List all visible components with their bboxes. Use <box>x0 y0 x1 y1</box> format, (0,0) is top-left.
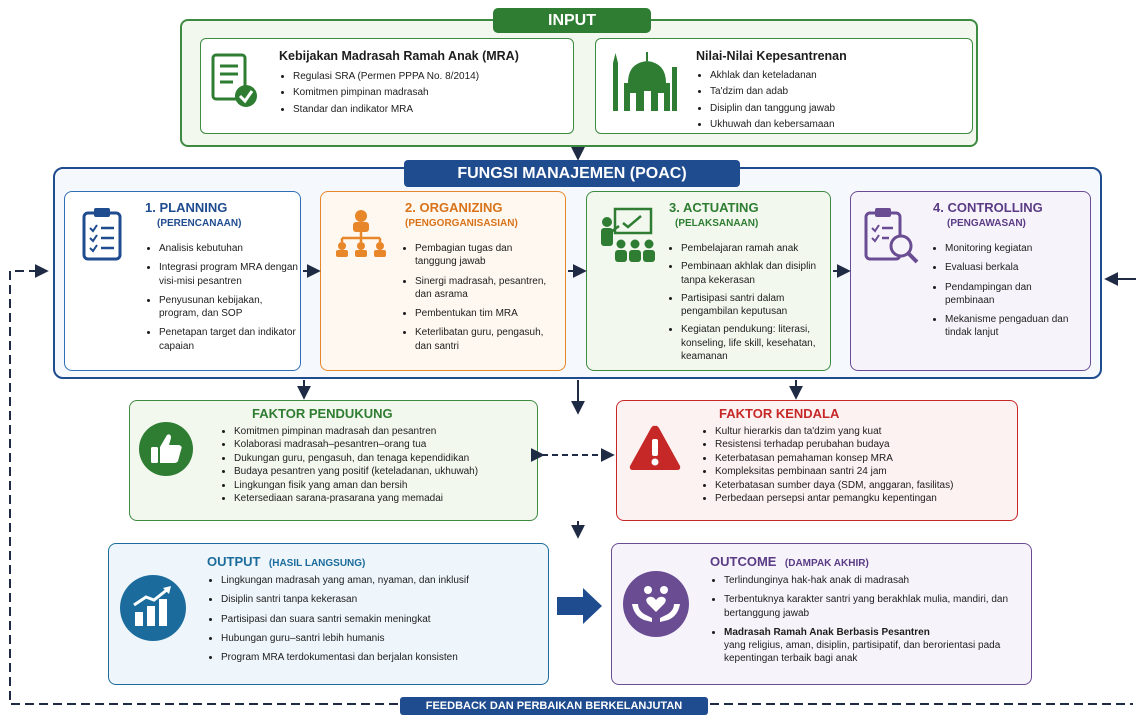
actuating-card: 3. ACTUATING (PELAKSANAAN) Pembelajaran … <box>586 191 831 371</box>
list-item: Sinergi madrasah, pesantren, dan asrama <box>415 275 551 302</box>
output-sub: (HASIL LANGSUNG) <box>268 558 366 569</box>
nilai-title: Nilai-Nilai Kepesantrenan <box>696 49 847 63</box>
list-item: Dukungan guru, pengasuh, dan tenaga kepe… <box>234 452 535 465</box>
list-item: Disiplin santri tanpa kekerasan <box>221 593 542 606</box>
list-item: Resistensi terhadap perubahan budaya <box>715 438 1013 451</box>
list-item: Keterlibatan guru, pengasuh, dan santri <box>415 326 551 353</box>
outcome-final-text: yang religius, aman, disiplin, partisipa… <box>724 640 1001 665</box>
warning-icon <box>629 425 681 470</box>
poac-title: FUNGSI MANAJEMEN (POAC) <box>404 160 740 187</box>
list-item: Kompleksitas pembinaan santri 24 jam <box>715 465 1013 478</box>
list-item: Pembentukan tim MRA <box>415 307 551 320</box>
arrow-output-outcome <box>557 588 602 624</box>
outcome-card: OUTCOME (DAMPAK AKHIR) Terlindunginya ha… <box>611 543 1032 685</box>
growth-chart-icon <box>120 575 186 641</box>
hands-heart-family-icon <box>623 571 689 637</box>
actuating-list: Pembelajaran ramah anak Pembinaan akhlak… <box>667 242 817 363</box>
list-item: Ukhuwah dan kebersamaan <box>710 118 966 131</box>
list-item: Pembagian tugas dan tanggung jawab <box>415 242 551 269</box>
kendala-list: Kultur hierarkis dan ta'dzim yang kuat R… <box>701 425 1013 505</box>
pendukung-title: FAKTOR PENDUKUNG <box>252 406 393 421</box>
list-item: Penetapan target dan indikator capaian <box>159 326 300 353</box>
kendala-card: FAKTOR KENDALA Kultur hierarkis dan ta'd… <box>616 400 1018 521</box>
list-item: Madrasah Ramah Anak Berbasis Pesantren y… <box>724 626 1022 666</box>
output-title: OUTPUT <box>207 554 261 569</box>
thumbs-up-icon <box>139 422 193 476</box>
feedback-label: FEEDBACK DAN PERBAIKAN BERKELANJUTAN <box>400 697 708 715</box>
output-card: OUTPUT (HASIL LANGSUNG) Lingkungan madra… <box>108 543 549 685</box>
mra-title: Kebijakan Madrasah Ramah Anak (MRA) <box>279 49 519 63</box>
list-item: Kegiatan pendukung: literasi, konseling,… <box>681 323 817 363</box>
controlling-card: 4. CONTROLLING (PENGAWASAN) Monitoring k… <box>850 191 1091 371</box>
list-item: Lingkungan fisik yang aman dan bersih <box>234 479 535 492</box>
list-item: Keterbatasan pemahaman konsep MRA <box>715 452 1013 465</box>
teacher-class-icon <box>601 207 655 262</box>
list-item: Pembelajaran ramah anak <box>681 242 817 255</box>
nilai-card: Nilai-Nilai Kepesantrenan Akhlak dan ket… <box>595 38 973 134</box>
list-item: Komitmen pimpinan madrasah dan pesantren <box>234 425 535 438</box>
mosque-icon <box>613 52 677 111</box>
planning-list: Analisis kebutuhan Integrasi program MRA… <box>145 242 300 353</box>
list-item: Perbedaan persepsi antar pemangku kepent… <box>715 492 1013 505</box>
nilai-list: Akhlak dan keteladanan Ta'dzim dan adab … <box>696 69 966 131</box>
list-item: Standar dan indikator MRA <box>293 103 569 116</box>
list-item: Mekanisme pengaduan dan tindak lanjut <box>945 313 1081 340</box>
organizing-card: 2. ORGANIZING (PENGORGANISASIAN) Pembagi… <box>320 191 566 371</box>
outcome-title: OUTCOME <box>710 554 777 569</box>
outcome-list: Terlindunginya hak-hak anak di madrasah … <box>710 574 1022 666</box>
controlling-title: 4. CONTROLLING <box>933 200 1043 215</box>
organizing-list: Pembagian tugas dan tanggung jawab Siner… <box>401 242 551 353</box>
clipboard-search-icon <box>864 208 919 264</box>
list-item: Partisipasi santri dalam pengambilan kep… <box>681 292 817 319</box>
mra-card: Kebijakan Madrasah Ramah Anak (MRA) Regu… <box>200 38 574 134</box>
list-item: Disiplin dan tanggung jawab <box>710 102 966 115</box>
list-item: Pembinaan akhlak dan disiplin tanpa keke… <box>681 260 817 287</box>
planning-card: 1. PLANNING (PERENCANAAN) Analisis kebut… <box>64 191 301 371</box>
organizing-sub: (PENGORGANISASIAN) <box>405 218 518 229</box>
list-item: Lingkungan madrasah yang aman, nyaman, d… <box>221 574 542 587</box>
list-item: Terlindunginya hak-hak anak di madrasah <box>724 574 1022 587</box>
list-item: Integrasi program MRA dengan visi-misi p… <box>159 261 300 288</box>
planning-sub: (PERENCANAAN) <box>157 218 242 229</box>
document-check-icon <box>211 53 257 107</box>
clipboard-checklist-icon <box>82 208 122 261</box>
list-item: Hubungan guru–santri lebih humanis <box>221 632 542 645</box>
controlling-list: Monitoring kegiatan Evaluasi berkala Pen… <box>931 242 1081 340</box>
list-item: Regulasi SRA (Permen PPPA No. 8/2014) <box>293 70 569 83</box>
outcome-final-title: Madrasah Ramah Anak Berbasis Pesantren <box>724 626 930 638</box>
list-item: Keterbatasan sumber daya (SDM, anggaran,… <box>715 479 1013 492</box>
actuating-title: 3. ACTUATING <box>669 200 759 215</box>
actuating-sub: (PELAKSANAAN) <box>675 218 759 229</box>
list-item: Kolaborasi madrasah–pesantren–orang tua <box>234 438 535 451</box>
list-item: Analisis kebutuhan <box>159 242 300 255</box>
list-item: Partisipasi dan suara santri semakin men… <box>221 613 542 626</box>
list-item: Komitmen pimpinan madrasah <box>293 86 569 99</box>
kendala-title: FAKTOR KENDALA <box>719 406 840 421</box>
list-item: Monitoring kegiatan <box>945 242 1081 255</box>
pendukung-card: FAKTOR PENDUKUNG Komitmen pimpinan madra… <box>129 400 538 521</box>
list-item: Terbentuknya karakter santri yang berakh… <box>724 593 1022 620</box>
list-item: Evaluasi berkala <box>945 261 1081 274</box>
outcome-heading: OUTCOME (DAMPAK AKHIR) <box>710 553 869 571</box>
controlling-sub: (PENGAWASAN) <box>947 218 1026 229</box>
planning-title: 1. PLANNING <box>145 200 228 215</box>
list-item: Budaya pesantren yang positif (keteladan… <box>234 465 535 478</box>
outcome-sub: (DAMPAK AKHIR) <box>784 558 869 569</box>
list-item: Penyusunan kebijakan, program, dan SOP <box>159 294 300 321</box>
list-item: Ta'dzim dan adab <box>710 85 966 98</box>
organizing-title: 2. ORGANIZING <box>405 200 503 215</box>
org-chart-icon <box>336 210 386 257</box>
list-item: Pendampingan dan pembinaan <box>945 281 1081 308</box>
output-heading: OUTPUT (HASIL LANGSUNG) <box>207 553 365 571</box>
pendukung-list: Komitmen pimpinan madrasah dan pesantren… <box>220 425 535 505</box>
mra-list: Regulasi SRA (Permen PPPA No. 8/2014) Ko… <box>279 70 569 116</box>
list-item: Ketersediaan sarana-prasarana yang memad… <box>234 492 535 505</box>
input-title: INPUT <box>493 8 651 33</box>
list-item: Kultur hierarkis dan ta'dzim yang kuat <box>715 425 1013 438</box>
output-list: Lingkungan madrasah yang aman, nyaman, d… <box>207 574 542 664</box>
list-item: Program MRA terdokumentasi dan berjalan … <box>221 651 542 664</box>
list-item: Akhlak dan keteladanan <box>710 69 966 82</box>
